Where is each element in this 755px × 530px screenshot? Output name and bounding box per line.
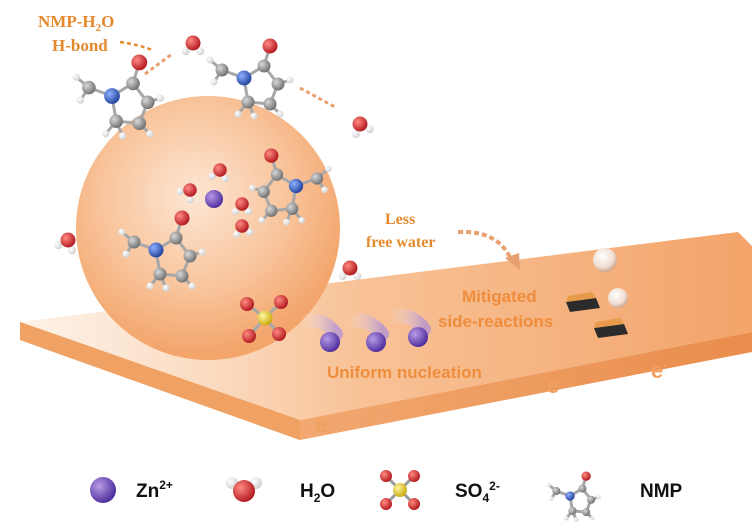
hbond-dash-top <box>144 52 173 76</box>
molecule-layer <box>54 35 431 352</box>
water-molecule <box>208 163 229 183</box>
gas-bubble <box>593 248 617 272</box>
water-molecule <box>338 260 362 281</box>
hbond-dash-right <box>299 86 336 109</box>
nmp-legend-label: NMP <box>640 481 683 502</box>
hbond-label: NMP-H2O <box>38 12 114 34</box>
water-molecule <box>231 197 253 216</box>
nmp-molecule <box>72 54 164 140</box>
water-molecule <box>233 219 254 239</box>
nmp-molecule <box>248 148 332 226</box>
mitigated-label: Mitigated <box>462 287 537 306</box>
gas-bubble <box>608 288 628 308</box>
nmp-molecule <box>206 38 294 120</box>
h2o-legend-label: H2O <box>300 481 335 505</box>
hbond-arrow <box>119 40 153 52</box>
byproduct-flake <box>594 318 628 338</box>
legend: Zn2+ H2O SO42- NMP <box>90 470 683 522</box>
zinc-ion <box>381 308 431 347</box>
less-water-label: Less <box>385 211 415 228</box>
hbond-label-line2: H-bond <box>52 36 108 55</box>
electron-labels: e- e- e- e- <box>315 357 668 437</box>
mitigated-label-line2: side-reactions <box>438 312 553 331</box>
sulfate-ion <box>240 295 288 343</box>
so4-legend-icon <box>380 470 420 510</box>
electron-label: e- <box>436 391 453 417</box>
zn-legend-icon <box>90 477 116 503</box>
zinc-substrate <box>20 232 752 440</box>
zn-legend-label: Zn2+ <box>136 478 173 502</box>
h2o-legend-icon <box>226 477 262 502</box>
zinc-ion <box>293 313 343 352</box>
zinc-ion <box>205 190 223 208</box>
electron-label: e- <box>315 411 332 437</box>
less-water-label-line2: free water <box>366 234 435 251</box>
water-molecule <box>54 232 76 255</box>
byproduct-flake <box>566 292 600 312</box>
nmp-molecule <box>118 210 206 292</box>
water-molecule <box>351 116 374 139</box>
water-molecule <box>176 183 197 204</box>
less-water-arrow <box>457 229 514 263</box>
nmp-molecule <box>546 471 601 522</box>
less-water-arrowhead <box>505 253 520 270</box>
uniform-nucleation-label: Uniform nucleation <box>327 363 482 382</box>
water-molecule <box>181 35 205 56</box>
nmp-legend-icon <box>546 471 601 522</box>
zinc-ion <box>339 313 389 352</box>
electron-label: e- <box>547 372 564 398</box>
electron-label: e- <box>651 357 668 383</box>
side-reaction-products <box>566 248 628 338</box>
so4-legend-label: SO42- <box>455 479 500 505</box>
